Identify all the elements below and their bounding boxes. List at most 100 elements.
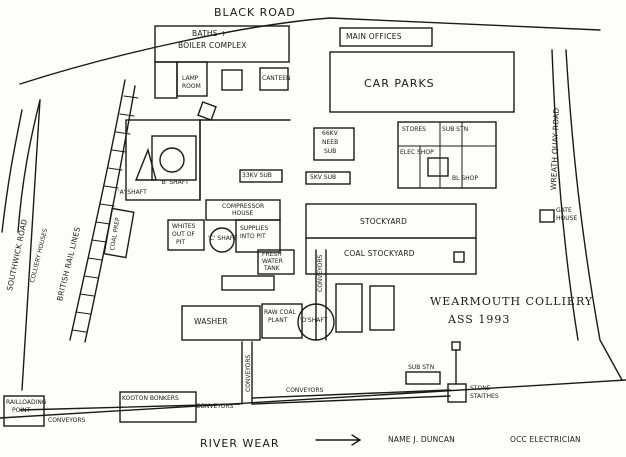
gate-house-label-2: HOUSE	[556, 215, 578, 222]
shaft-yard-fence	[199, 119, 291, 201]
whites-label-3: PIT	[176, 239, 186, 246]
baths-label-1: BATHS +	[192, 29, 227, 38]
canteen-outline	[259, 67, 289, 91]
black-road-label: BLACK ROAD	[214, 6, 296, 19]
title-colliery: WEARMOUTH COLLIERY	[430, 295, 594, 308]
bl-shop-label: BL SHOP	[452, 175, 479, 182]
raw-coal-label-1: RAW COAL	[264, 309, 296, 316]
river-arrow	[315, 434, 362, 446]
workshops-partitions	[397, 121, 497, 189]
neeb-label-3: SUB	[324, 148, 337, 155]
whites-out-outline	[167, 219, 205, 251]
conveyors-label-raw: CONVEYORS	[317, 254, 324, 292]
workshops-outline	[397, 121, 497, 189]
sub-5kv-outline	[305, 171, 351, 185]
fresh-water-label-1: FRESH	[262, 251, 282, 258]
fresh-water-label-3: TANK	[264, 265, 280, 272]
main-offices-label: MAIN OFFICES	[346, 32, 402, 41]
c-shaft-circle	[209, 227, 235, 253]
conveyors-label-vertical: CONVEYORS	[245, 354, 252, 392]
conveyors-label-main: CONVEYORS	[286, 387, 324, 394]
washer-label: WASHER	[194, 317, 228, 326]
small-structure	[197, 101, 217, 121]
b-shaft-circle	[159, 147, 185, 173]
stockyard-label: STOCKYARD	[360, 217, 408, 226]
whites-label-2: OUT OF	[172, 231, 195, 238]
raw-coal-label-2: PLANT	[268, 317, 288, 324]
b-shaft-house	[151, 135, 197, 181]
railloading-label-1: RAILLOADING	[6, 399, 47, 406]
rail-line-outer	[69, 79, 126, 341]
sub-33kv-outline	[239, 169, 283, 183]
baths-label-2: BOILER COMPLEX	[178, 41, 247, 50]
fresh-water-outline	[257, 249, 295, 275]
title-year: ASS 1993	[448, 313, 511, 326]
staithes-label-2: STAITHES	[470, 393, 499, 400]
conveyor-horizontal	[251, 389, 451, 405]
conveyors-label-lower: CONVEYORS	[196, 403, 234, 410]
whites-label-1: WHITES	[172, 223, 196, 230]
neeb-label-2: NEEB	[322, 139, 339, 146]
lamp-room-label-1: LAMP	[182, 75, 199, 82]
c-shaft-label: 'C' SHAFT	[208, 235, 237, 242]
site-boundary	[21, 99, 623, 391]
stores-label: STORES	[402, 126, 426, 133]
elec-shop-block	[427, 157, 449, 177]
baths-complex-outline	[154, 25, 290, 63]
stockyard-outline	[305, 203, 477, 275]
sub-stn-outline	[405, 371, 441, 385]
compressor-label-1: COMPRESSOR	[222, 203, 265, 210]
gate-house-label-1: GATE	[556, 207, 572, 214]
river-bank	[0, 379, 626, 419]
canteen-label: CANTEEN	[262, 75, 291, 82]
d-shaft-label: 'D'SHAFT	[300, 317, 328, 324]
conveyors-label-left: CONVEYORS	[48, 417, 86, 424]
compressor-label-2: HOUSE	[232, 210, 254, 217]
lamp-room-label-2: ROOM	[182, 83, 201, 90]
staithes-marker	[451, 341, 461, 351]
fresh-water-label-2: WATER	[262, 258, 283, 265]
stockyard-marker	[453, 251, 465, 263]
mh-cabin-outline	[221, 69, 243, 91]
southwick-road-edge-outer	[1, 109, 23, 233]
railloading-outline	[3, 395, 45, 427]
conveyor-to-raw	[315, 249, 327, 341]
baths-sub-a	[154, 61, 178, 99]
gate-house-outline	[539, 209, 555, 223]
d-shaft-building-a	[335, 283, 363, 333]
sub-33kv-label: 33KV SUB	[242, 172, 272, 179]
railloading-label-2: POINT	[12, 407, 31, 414]
sub-stn-label: SUB STN	[408, 364, 435, 371]
car-parks-label: CAR PARKS	[364, 77, 435, 90]
black-road-edge	[19, 17, 601, 85]
elec-shop-label: ELEC SHOP	[400, 149, 434, 156]
kooton-bonkers-outline	[119, 391, 197, 423]
a-shaft-frame	[134, 147, 157, 181]
kooton-bonkers-label: KOOTON BONKERS	[122, 395, 179, 402]
supplies-label-2: INTO PIT	[240, 233, 266, 240]
neeb-sub-outline	[313, 127, 355, 161]
conveyor-vertical	[241, 341, 253, 405]
rail-sleepers	[71, 95, 139, 333]
author-name: NAME J. DUNCAN	[388, 435, 455, 444]
shaft-yard-outline	[125, 119, 201, 201]
small-tank-outline	[221, 275, 275, 291]
car-parks-outline	[329, 51, 515, 113]
raw-coal-plant-outline	[261, 303, 303, 339]
a-shaft-label: 'A' SHAFT	[118, 189, 147, 196]
washer-outline	[181, 305, 261, 341]
author-occupation: OCC ELECTRICIAN	[510, 435, 581, 444]
wreath-road-edge-left	[551, 49, 579, 341]
southwick-road-edge-inner	[17, 99, 41, 233]
staithes-label-1: STONE	[470, 385, 491, 392]
sub-stn-top-label: SUB STN	[442, 126, 469, 133]
b-shaft-label: 'B' SHAFT	[160, 179, 189, 186]
neeb-label-1: 66KV	[322, 130, 338, 137]
lamp-room-outline	[176, 61, 208, 97]
coal-prep-outline	[103, 207, 135, 259]
wreath-road-edge-right	[565, 49, 601, 341]
conveyor-lower	[19, 403, 241, 411]
supplies-label-1: SUPPLIES	[240, 225, 269, 232]
